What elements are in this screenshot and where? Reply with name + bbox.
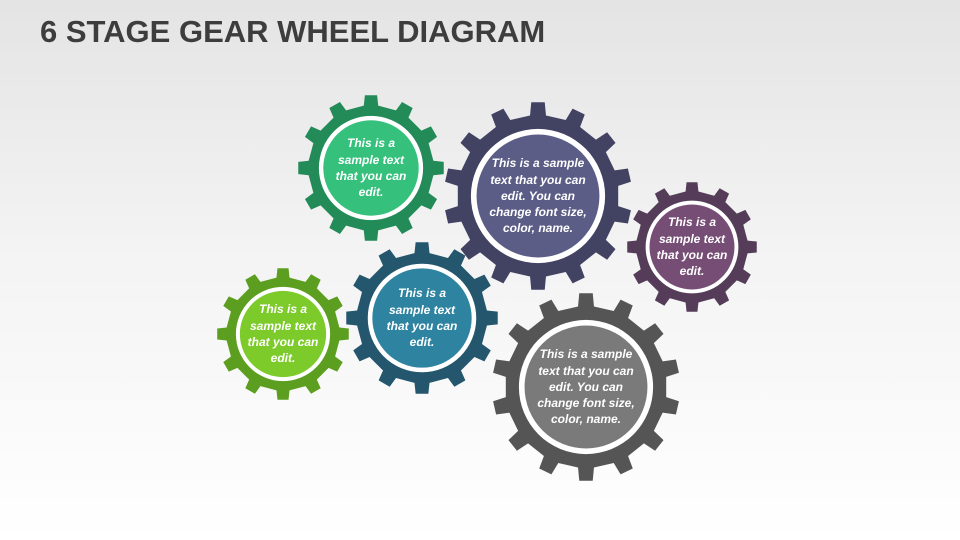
gear-shape: [445, 102, 631, 290]
gear-face: [372, 268, 472, 368]
gear-text: This is a sample text that you can edit.: [247, 302, 319, 366]
gear-face: [649, 204, 735, 290]
gear-gray: This is a sample text that you can edit.…: [490, 291, 682, 483]
gear-face: [476, 134, 600, 258]
gear-face: [239, 290, 327, 378]
gear-text: This is a sample text that you can edit.: [335, 136, 407, 200]
gear-text: This is a sample text that you can edit.: [656, 215, 728, 279]
gear-lime: This is a sample text that you can edit.: [215, 266, 351, 402]
gear-shape: [627, 182, 757, 312]
gear-text: This is a sample text that you can edit.…: [489, 156, 587, 236]
gear-face: [524, 325, 648, 449]
gear-face: [323, 120, 419, 216]
page-title: 6 STAGE GEAR WHEEL DIAGRAM: [40, 14, 546, 49]
gear-shape: [493, 293, 679, 481]
gear-text: This is a sample text that you can edit.…: [537, 347, 635, 427]
gear-green-dark: This is a sample text that you can edit.: [296, 93, 446, 243]
gear-purple: This is a sample text that you can edit.: [625, 180, 759, 314]
gear-teal: This is a sample text that you can edit.: [344, 240, 500, 396]
gear-navy: This is a sample text that you can edit.…: [442, 100, 634, 292]
gear-text: This is a sample text that you can edit.: [386, 286, 458, 350]
gear-shape: [346, 242, 498, 394]
gear-shape: [298, 95, 444, 241]
gear-shape: [217, 268, 349, 400]
